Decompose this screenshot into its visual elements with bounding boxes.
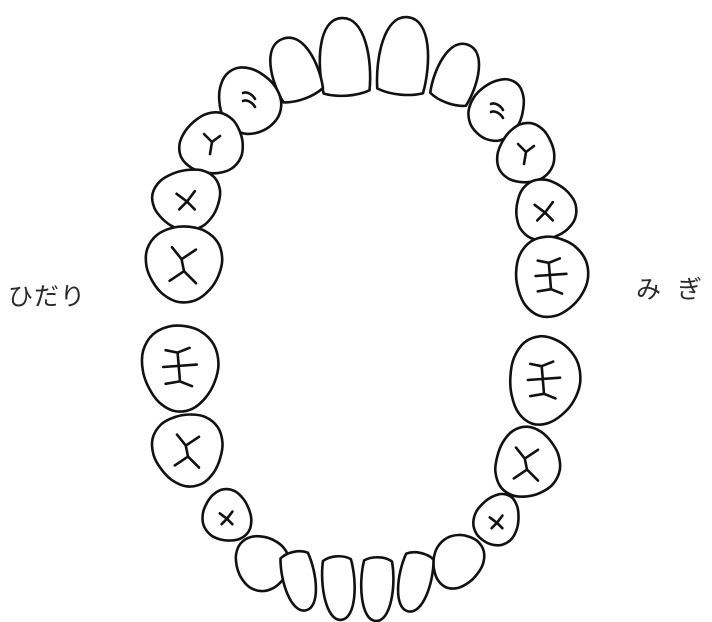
left-side-label: ひだり xyxy=(8,284,86,309)
lower-molar xyxy=(510,336,580,424)
lower-premolar xyxy=(473,494,518,545)
lower-premolar xyxy=(495,427,560,497)
lower-incisor xyxy=(360,557,394,622)
lower-incisor xyxy=(278,549,322,614)
lower-molar xyxy=(142,326,219,412)
lower-premolar xyxy=(203,489,252,540)
upper-central-incisor xyxy=(317,16,372,97)
upper-arch xyxy=(146,15,588,317)
upper-central-incisor xyxy=(375,15,433,98)
lower-incisor xyxy=(392,550,436,615)
upper-molar xyxy=(146,226,222,302)
right-side-label: み ぎ xyxy=(636,277,703,302)
upper-molar xyxy=(516,237,588,317)
lower-arch xyxy=(142,326,580,622)
lower-incisor xyxy=(321,555,357,621)
lower-canine xyxy=(433,535,484,589)
